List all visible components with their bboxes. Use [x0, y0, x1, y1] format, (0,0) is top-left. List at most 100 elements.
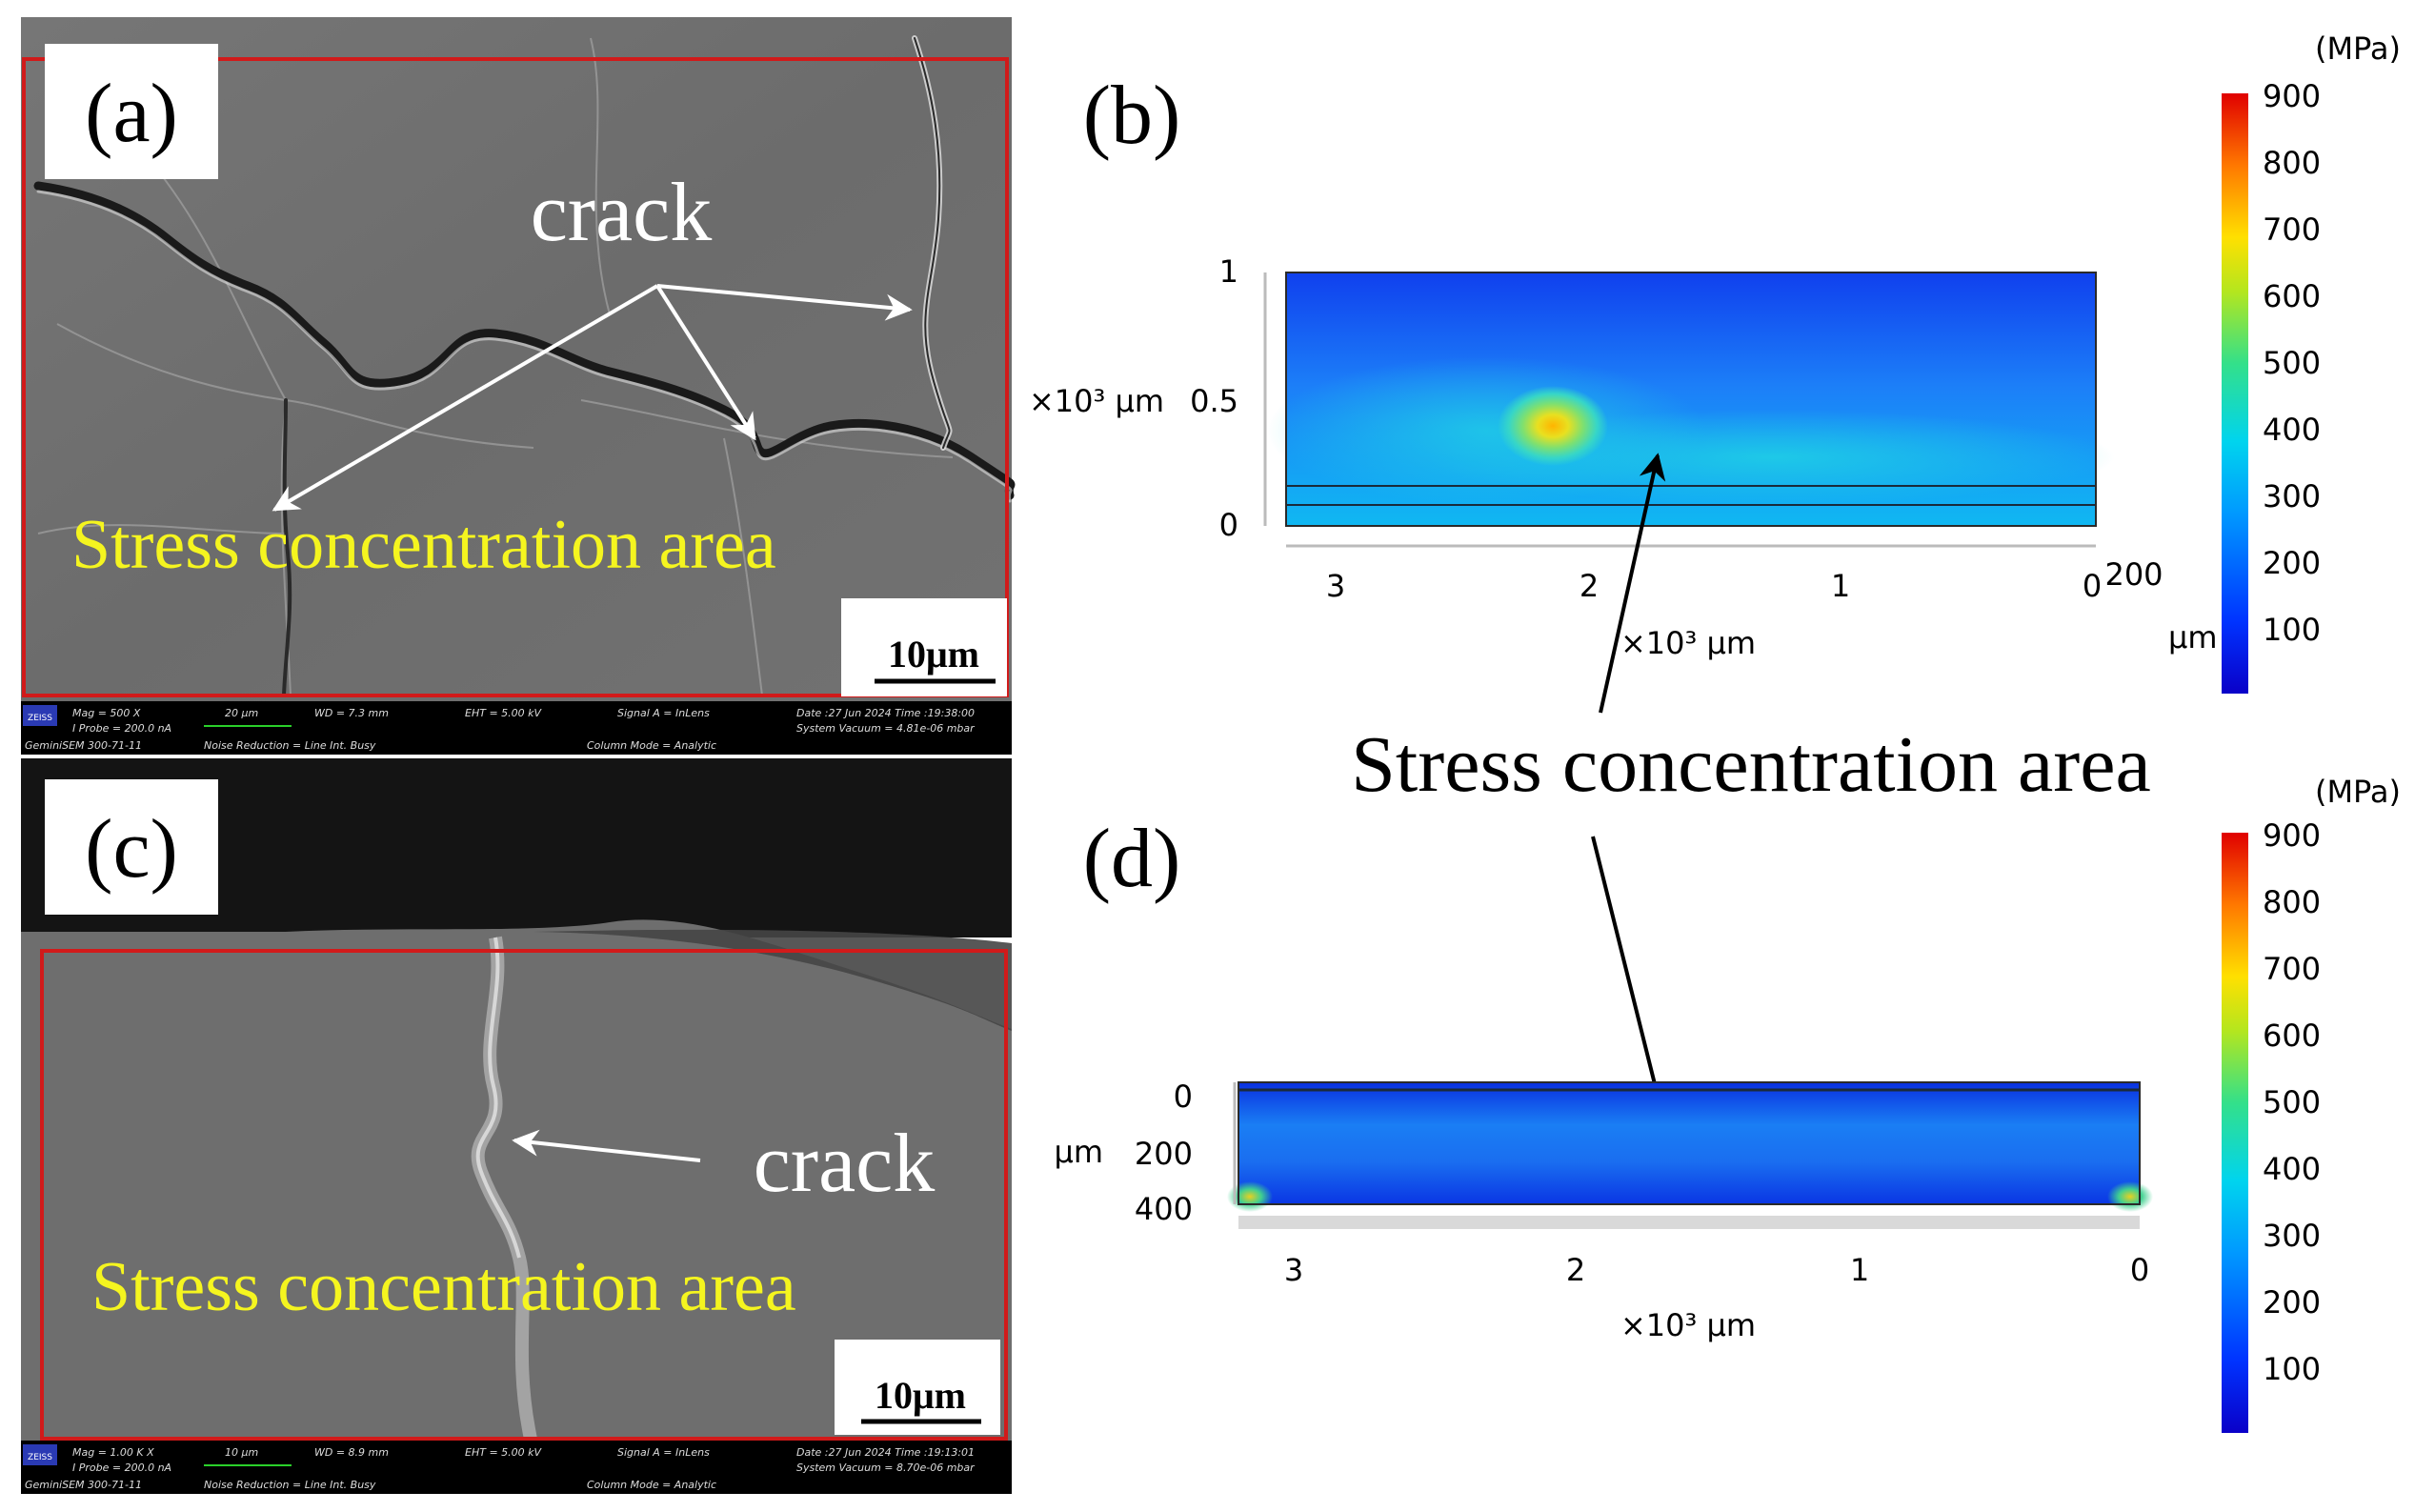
stress-area-label-shared: Stress concentration area: [1351, 720, 2151, 809]
infobar-wd-c: WD = 8.9 mm: [314, 1446, 389, 1459]
colorbar-tick-b-200: 200: [2263, 545, 2321, 581]
crack-arrows-a: [272, 284, 913, 512]
infobar-signal-a: Signal A = InLens: [617, 707, 710, 719]
panel-label-box-a: [45, 44, 218, 179]
x-tick-b-2: 2: [1580, 568, 1599, 604]
colorbar-tick-d-600: 600: [2263, 1018, 2321, 1054]
colorbar-tick-b-300: 300: [2263, 478, 2321, 514]
x-tick-d-4: 0: [2130, 1252, 2149, 1288]
crack-arrow-c: [512, 1129, 701, 1162]
panel-label-b: (b): [1083, 70, 1181, 162]
stress-field-d: [1238, 1082, 2140, 1204]
infobar-eht-c: EHT = 5.00 kV: [465, 1446, 543, 1459]
x-tick-b-4: 0: [2083, 568, 2102, 604]
infobar-mag-c: Mag = 1.00 K X: [72, 1446, 154, 1459]
infobar-probe-a: I Probe = 200.0 nA: [72, 722, 171, 735]
panel-label-d: (d): [1083, 813, 1181, 905]
infobar-eht-a: EHT = 5.00 kV: [465, 707, 543, 719]
infobar-model-a: GeminiSEM 300-71-11: [25, 739, 142, 752]
colorbar-tick-b-500: 500: [2263, 345, 2321, 381]
colorbar-tick-b-600: 600: [2263, 278, 2321, 314]
colorbar-tick-b-700: 700: [2263, 212, 2321, 248]
colorbar-tick-b-100: 100: [2263, 612, 2321, 648]
depth-tick-b: 200: [2104, 556, 2163, 593]
colorbar-tick-b-400: 400: [2263, 412, 2321, 448]
colorbar-tick-d-900: 900: [2263, 817, 2321, 854]
y-unit-b: ×10³ μm: [1029, 383, 1164, 419]
depth-unit-b: μm: [2168, 619, 2218, 655]
infobar-signal-c: Signal A = InLens: [617, 1446, 710, 1459]
infobar-brand-c: ZEISS: [28, 1453, 52, 1462]
panel-a: (a) crack Stress concentration area 10μm…: [21, 17, 1016, 755]
colorbar-tick-d-300: 300: [2263, 1218, 2321, 1254]
scale-bar-box-c: [835, 1340, 1000, 1435]
red-frame-a: [22, 57, 1009, 697]
x-axis-strip-d: [1238, 1216, 2140, 1229]
colorbar-tick-b-900: 900: [2263, 78, 2321, 114]
infobar-column-a: Column Mode = Analytic: [587, 739, 716, 752]
infobar-date-a: Date :27 Jun 2024 Time :19:38:00: [796, 707, 975, 719]
scale-bar-label-c: 10μm: [875, 1374, 966, 1417]
arrow-to-b: [1599, 453, 1666, 714]
y-tick-b-2: 0.5: [1190, 383, 1238, 419]
panel-d: (d) 0 200 400 μm 3 2 1 0 ×10³ μm (MPa) 9…: [1054, 774, 2401, 1433]
crack-label-a: crack: [531, 167, 712, 259]
x-tick-d-2: 2: [1566, 1252, 1585, 1288]
infobar-width-a: 20 μm: [225, 707, 258, 719]
infobar-noise-c: Noise Reduction = Line Int. Busy: [204, 1479, 376, 1491]
colorbar-unit-b: (MPa): [2315, 30, 2401, 67]
y-tick-d-3: 400: [1135, 1191, 1193, 1227]
colorbar-tick-d-200: 200: [2263, 1284, 2321, 1320]
colorbar-tick-d-400: 400: [2263, 1151, 2321, 1187]
crack-label-c: crack: [754, 1118, 935, 1210]
arrow-to-d: [1591, 836, 1670, 1118]
infobar-noise-a: Noise Reduction = Line Int. Busy: [204, 739, 376, 752]
colorbar-tick-d-800: 800: [2263, 884, 2321, 920]
red-frame-c: [40, 949, 1008, 1441]
colorbar-tick-d-700: 700: [2263, 951, 2321, 987]
infobar-mag-a: Mag = 500 X: [72, 707, 141, 719]
colorbar-tick-d-500: 500: [2263, 1084, 2321, 1120]
y-tick-d-1: 0: [1174, 1079, 1193, 1115]
panel-label-c: (c): [85, 803, 178, 896]
x-tick-d-3: 1: [1850, 1252, 1869, 1288]
infobar-vacuum-a: System Vacuum = 4.81e-06 mbar: [796, 722, 976, 735]
cracks-a: [33, 35, 1016, 697]
colorbar-d: [2222, 833, 2248, 1433]
panel-label-box-c: [45, 779, 218, 915]
colorbar-unit-d: (MPa): [2315, 774, 2401, 810]
colorbar-b: [2222, 93, 2248, 694]
panel-label-a: (a): [85, 68, 178, 160]
stress-field-border-b: [1285, 272, 2097, 527]
infobar-brand-a: ZEISS: [28, 714, 52, 723]
colorbar-tick-b-800: 800: [2263, 145, 2321, 181]
stress-area-label-c: Stress concentration area: [91, 1248, 796, 1326]
x-unit-d: ×10³ μm: [1620, 1307, 1756, 1343]
sem-infobar-c: ZEISS Mag = 1.00 K X I Probe = 200.0 nA …: [21, 1441, 1012, 1494]
scale-bar-label-a: 10μm: [888, 633, 979, 675]
x-tick-d-1: 3: [1284, 1252, 1303, 1288]
infobar-wd-a: WD = 7.3 mm: [314, 707, 389, 719]
panel-b: (b) 1 0.5 0 ×10³ μm 3 2 1 0 200 μm ×10³ …: [1029, 30, 2401, 694]
y-tick-b-1: 1: [1219, 253, 1238, 290]
y-tick-b-3: 0: [1219, 507, 1238, 543]
stress-area-label-a: Stress concentration area: [71, 506, 776, 584]
x-tick-b-3: 1: [1831, 568, 1850, 604]
infobar-width-c: 10 μm: [225, 1446, 258, 1459]
shared-annotation: Stress concentration area: [1351, 453, 2151, 1118]
y-tick-d-2: 200: [1135, 1136, 1193, 1172]
panel-c: (c) crack Stress concentration area 10μm…: [21, 758, 1012, 1494]
infobar-date-c: Date :27 Jun 2024 Time :19:13:01: [796, 1446, 975, 1459]
corner-hotspot-right-d: [2107, 1181, 2153, 1212]
infobar-model-c: GeminiSEM 300-71-11: [25, 1479, 142, 1491]
stress-hotspot-b: [1498, 386, 1608, 466]
colorbar-tick-d-100: 100: [2263, 1351, 2321, 1387]
x-tick-b-1: 3: [1326, 568, 1345, 604]
stress-hotspot-halo-b: [1267, 356, 1705, 505]
infobar-vacuum-c: System Vacuum = 8.70e-06 mbar: [796, 1462, 976, 1474]
y-unit-d: μm: [1054, 1134, 1103, 1170]
infobar-column-c: Column Mode = Analytic: [587, 1479, 716, 1491]
x-unit-b: ×10³ μm: [1620, 625, 1756, 661]
sem-infobar-a: ZEISS Mag = 500 X I Probe = 200.0 nA Gem…: [21, 701, 1012, 755]
